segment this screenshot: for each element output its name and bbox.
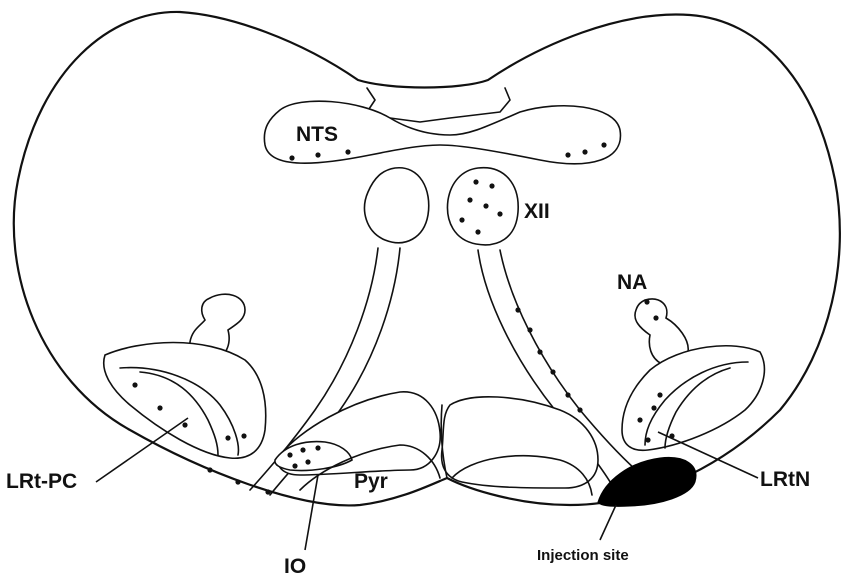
leader-injection-site <box>600 505 616 540</box>
leader-io <box>305 475 318 550</box>
label-pyr: Pyr <box>354 470 388 493</box>
label-injection-site: Injection site <box>537 547 629 564</box>
io-right <box>442 397 598 488</box>
label-nts: NTS <box>296 123 338 146</box>
leader-lrt-pc <box>96 418 188 482</box>
xii-nucleus-left <box>365 168 429 243</box>
label-lrt-pc: LRt-PC <box>6 470 77 493</box>
injection-site-mark <box>598 457 696 506</box>
lrt-pc-left <box>104 343 266 459</box>
label-na: NA <box>617 271 647 294</box>
label-io: IO <box>284 555 306 578</box>
label-xii: XII <box>524 200 550 223</box>
label-lrtn: LRtN <box>760 468 810 491</box>
xii-nucleus-right <box>447 168 518 245</box>
